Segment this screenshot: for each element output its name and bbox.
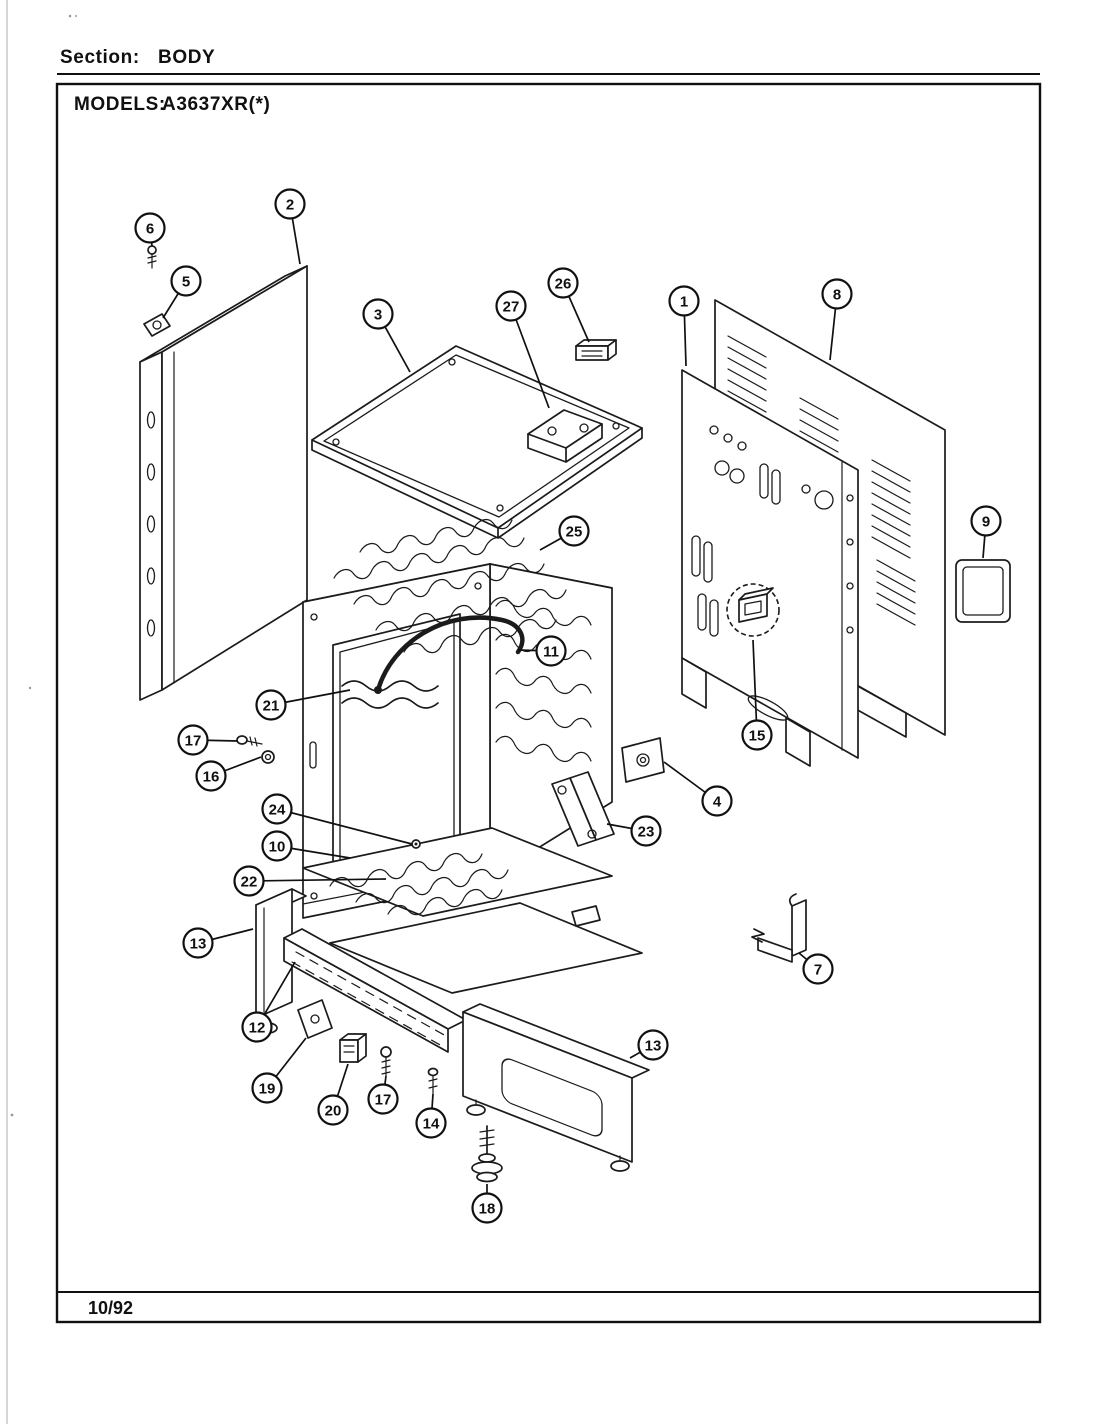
- section-value: BODY: [158, 47, 215, 68]
- broil-element-part11: [375, 615, 525, 693]
- bottom-insulation-part22: [329, 852, 509, 916]
- front-rail-part12: [283, 928, 467, 1053]
- svg-text:17: 17: [375, 1092, 392, 1109]
- clip-part26: [575, 339, 617, 361]
- svg-text:4: 4: [713, 794, 722, 811]
- bracket-part19: [297, 999, 333, 1039]
- svg-text:13: 13: [645, 1038, 662, 1055]
- svg-text:13: 13: [190, 936, 207, 953]
- svg-text:10: 10: [269, 839, 286, 856]
- callout-2: 2: [274, 188, 306, 265]
- svg-text:6: 6: [146, 221, 154, 238]
- callouts: 2 6 5 3 27 26 1 8: [134, 188, 1002, 1224]
- bracket-part4: [621, 737, 665, 783]
- models-value: A3637XR(*): [162, 94, 270, 115]
- callout-26: 26: [547, 267, 590, 343]
- svg-text:26: 26: [555, 276, 572, 293]
- access-panel-part9: [955, 559, 1011, 623]
- svg-text:14: 14: [423, 1116, 440, 1133]
- callout-16: 16: [195, 756, 262, 792]
- svg-text:7: 7: [814, 962, 822, 979]
- leveling-leg-part18: [471, 1125, 503, 1183]
- svg-text:18: 18: [479, 1201, 496, 1218]
- svg-text:3: 3: [374, 307, 382, 324]
- callout-11: 11: [517, 635, 567, 667]
- stud-part24: [411, 839, 421, 849]
- bracket-part27: [527, 409, 603, 463]
- knockout-part15: [726, 583, 780, 637]
- callout-10: 10: [261, 830, 351, 862]
- back-panel-part1: [681, 369, 859, 767]
- side-panel-part2: [139, 265, 308, 701]
- nut-part16: [261, 750, 275, 764]
- callout-8: 8: [821, 278, 853, 361]
- callout-18: 18: [471, 1184, 503, 1224]
- callout-13-left: 13: [182, 927, 254, 959]
- svg-text:2: 2: [286, 197, 294, 214]
- callout-20: 20: [317, 1063, 349, 1126]
- oven-body: [302, 518, 613, 919]
- svg-text:27: 27: [503, 299, 520, 316]
- svg-text:15: 15: [749, 728, 766, 745]
- bake-element-part21: [341, 680, 439, 709]
- svg-text:5: 5: [182, 274, 190, 291]
- svg-text:16: 16: [203, 769, 220, 786]
- svg-text:25: 25: [566, 524, 583, 541]
- revision-date: 10/92: [88, 1298, 133, 1318]
- callout-25: 25: [539, 515, 590, 551]
- callout-12: 12: [241, 961, 296, 1043]
- callout-7: 7: [798, 952, 834, 985]
- screw-part6: [147, 245, 157, 269]
- svg-text:17: 17: [185, 733, 202, 750]
- svg-text:12: 12: [249, 1020, 266, 1037]
- screw-part17-upper: [236, 735, 263, 747]
- callout-1: 1: [668, 285, 700, 367]
- bracket-part23: [551, 771, 615, 847]
- svg-text:19: 19: [259, 1081, 276, 1098]
- svg-text:23: 23: [638, 824, 655, 841]
- diagram-border: [55, 82, 1042, 1324]
- svg-text:8: 8: [833, 287, 841, 304]
- clip-part5: [143, 313, 171, 337]
- block-part20: [339, 1033, 367, 1063]
- callout-3: 3: [362, 298, 411, 373]
- svg-text:20: 20: [325, 1103, 342, 1120]
- callout-22: 22: [233, 865, 387, 897]
- callout-13-right: 13: [629, 1029, 669, 1061]
- callout-15: 15: [741, 639, 773, 751]
- callout-14: 14: [415, 1093, 447, 1139]
- callout-21: 21: [255, 689, 351, 721]
- screw-part14: [427, 1067, 439, 1095]
- callout-5: 5: [162, 265, 202, 319]
- callout-6: 6: [134, 212, 166, 247]
- callout-9: 9: [970, 505, 1002, 559]
- callout-27: 27: [495, 290, 550, 409]
- callout-17-lower: 17: [367, 1075, 399, 1115]
- insulation-part25: [333, 518, 567, 654]
- callout-23: 23: [606, 815, 662, 847]
- screw-part17-lower: [380, 1046, 392, 1077]
- base-pan: [329, 902, 643, 994]
- header: Section: BODY MODELS: A3637XR(*): [55, 47, 1042, 1324]
- callout-17-upper: 17: [177, 724, 239, 756]
- svg-text:11: 11: [543, 644, 559, 661]
- callout-19: 19: [251, 1037, 307, 1104]
- scan-artifacts: [6, 0, 77, 1424]
- models-label: MODELS:: [74, 94, 166, 115]
- callout-4: 4: [663, 761, 733, 817]
- svg-text:21: 21: [263, 698, 280, 715]
- base-side-part13-right: [462, 1003, 650, 1172]
- footer: 10/92: [57, 1291, 1040, 1318]
- svg-text:22: 22: [241, 874, 258, 891]
- svg-text:9: 9: [982, 514, 990, 531]
- callout-24: 24: [261, 793, 413, 845]
- svg-text:24: 24: [269, 802, 286, 819]
- svg-text:1: 1: [680, 294, 688, 311]
- bracket-part7: [751, 893, 807, 963]
- section-label: Section:: [60, 47, 140, 68]
- top-panel-part3: [311, 345, 643, 539]
